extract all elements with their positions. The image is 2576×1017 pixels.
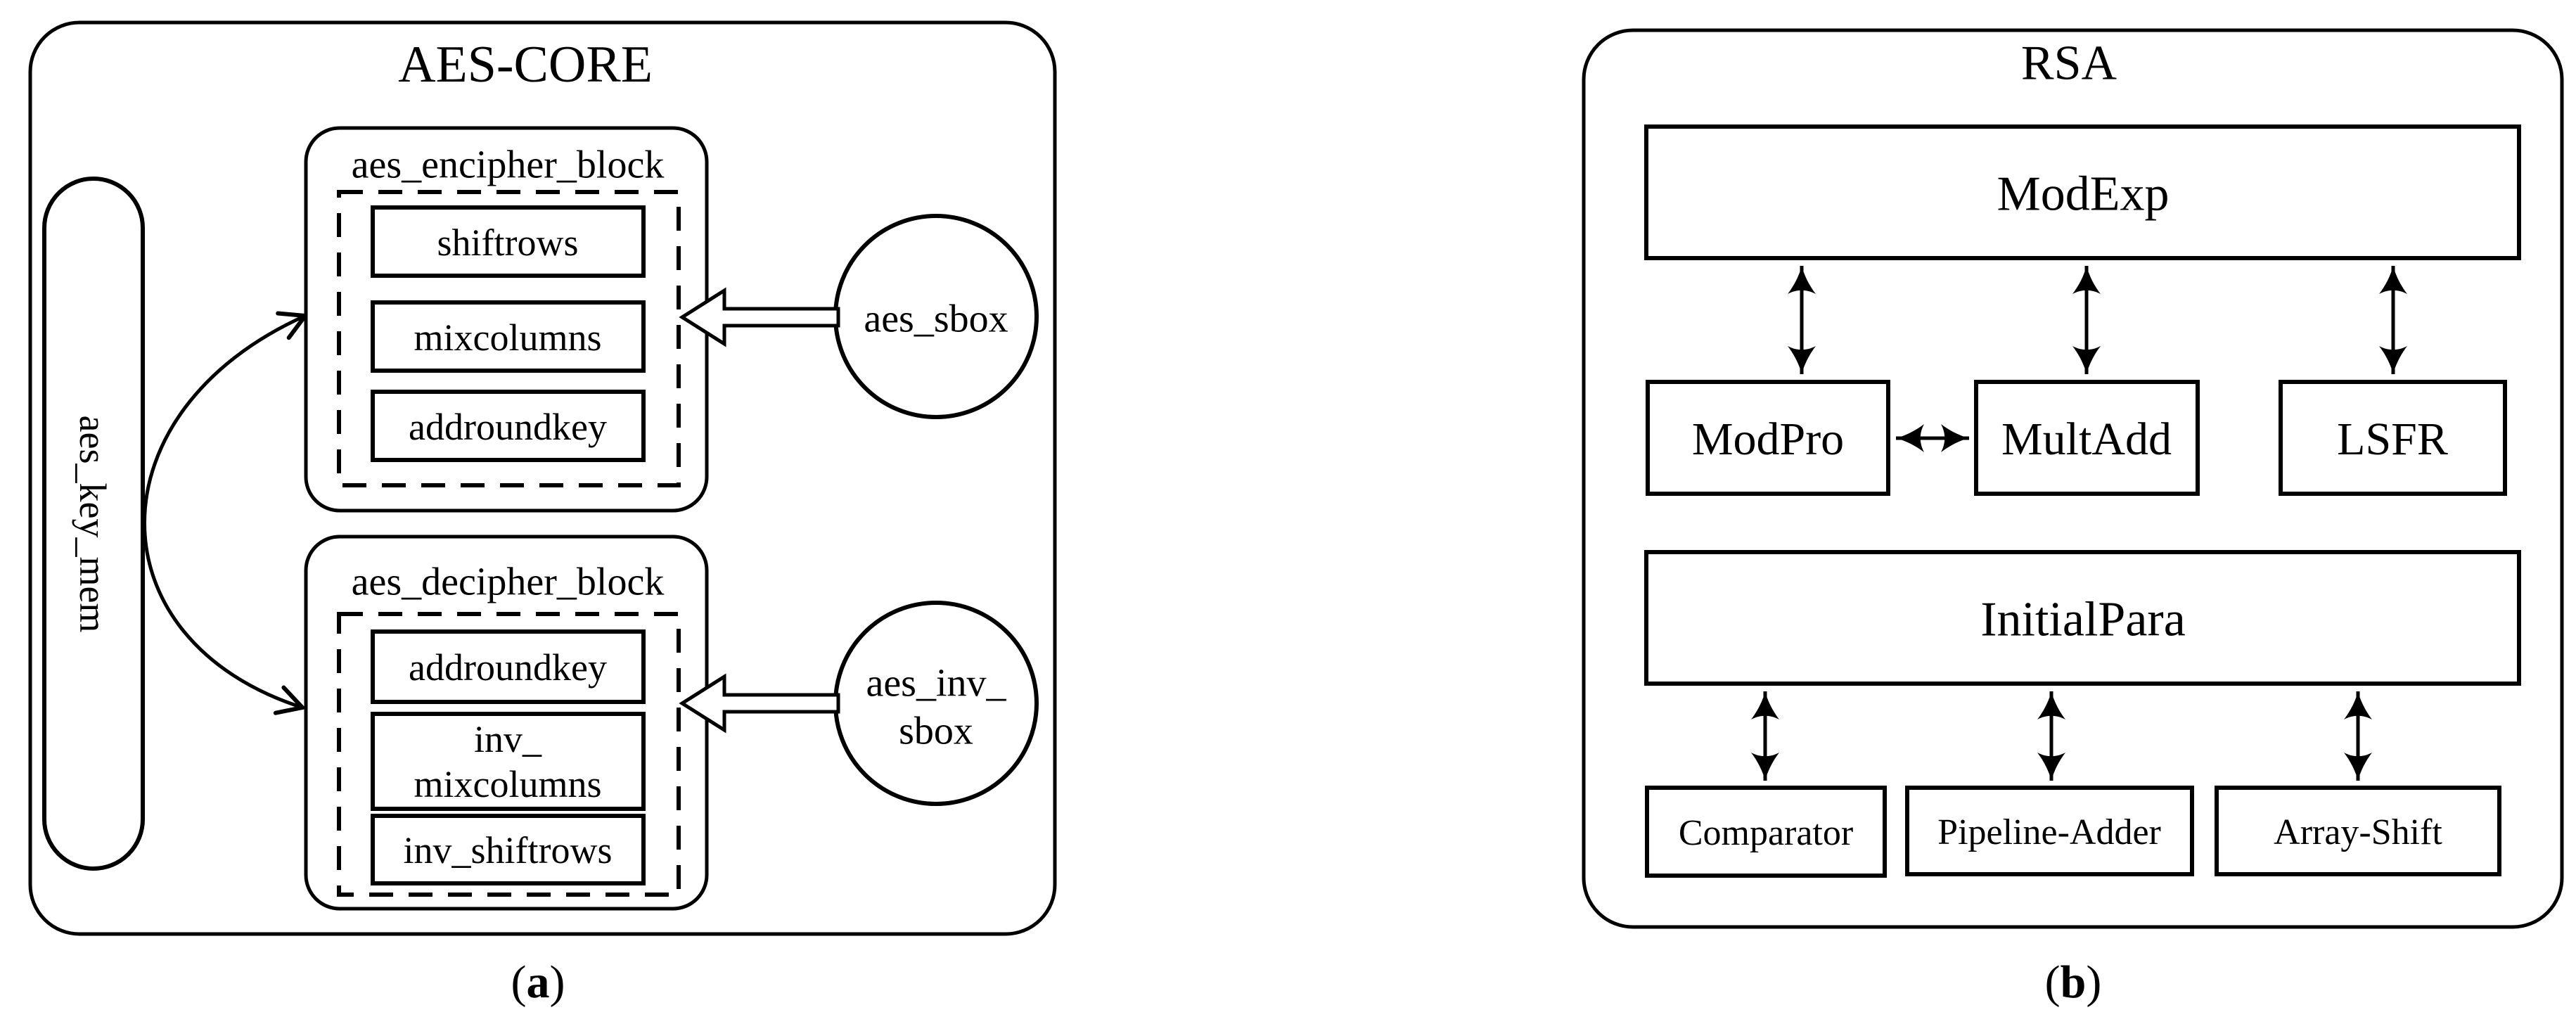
- inv-shiftrows-box: [371, 814, 646, 885]
- lsfr-label: LSFR: [2337, 414, 2448, 465]
- shiftrows-label: shiftrows: [437, 222, 579, 264]
- aes-decipher-label: aes_decipher_block: [352, 561, 665, 604]
- shiftrows-box: [371, 205, 646, 278]
- mixcolumns-label: mixcolumns: [414, 316, 602, 359]
- inv-mixcolumns-label-line1: inv_: [474, 718, 542, 760]
- aes-encipher-block: aes_encipher_block shiftrows mixcolumns …: [304, 126, 709, 513]
- comparator-box: [1645, 786, 1887, 878]
- lsfr-box: [2279, 380, 2507, 496]
- mixcolumns-box: [371, 300, 646, 373]
- modpro-box: [1646, 380, 1890, 496]
- panel-b-caption-letter: b: [2061, 957, 2087, 1008]
- inv-addroundkey-box: [371, 629, 646, 704]
- initialpara-label: InitialPara: [1980, 593, 2186, 647]
- initialpara-box: [1644, 550, 2521, 686]
- panel-a-caption-letter: a: [527, 957, 550, 1008]
- panel-a-caption-close: ): [550, 957, 565, 1008]
- panel-b-caption: (b): [2045, 957, 2102, 1008]
- panel-a: AES-CORE aes_key_mem aes_encipher_block …: [28, 20, 1057, 1008]
- sbox-to-encipher-arrow: [679, 287, 840, 347]
- aes-inv-sbox-label-line2: sbox: [899, 710, 973, 753]
- aes-decipher-block: aes_decipher_block addroundkey inv_ mixc…: [304, 535, 709, 911]
- inv-sbox-to-decipher-arrow: [679, 673, 840, 734]
- modexp-box: [1644, 124, 2521, 260]
- inv-shiftrows-label: inv_shiftrows: [404, 829, 613, 871]
- inv-addroundkey-label: addroundkey: [409, 646, 607, 689]
- aes-key-mem-label: aes_key_mem: [72, 416, 114, 633]
- aes-encipher-label: aes_encipher_block: [352, 143, 665, 187]
- inv-mixcolumns-box: [371, 712, 646, 811]
- pipeline-adder-label: Pipeline-Adder: [1937, 812, 2161, 852]
- panel-b: RSA ModExp ModPro MultAdd LSFR InitialPa…: [1582, 28, 2564, 1008]
- key-mem-to-blocks-arrow: [143, 311, 309, 715]
- panel-b-caption-close: ): [2086, 957, 2101, 1008]
- panel-a-caption: (a): [511, 957, 565, 1008]
- aes-decipher-dashed-box: [337, 612, 681, 897]
- addroundkey-label: addroundkey: [409, 406, 607, 448]
- comparator-label: Comparator: [1679, 813, 1853, 853]
- aes-encipher-dashed-box: [337, 190, 681, 487]
- multadd-box: [1974, 380, 2200, 496]
- addroundkey-box: [371, 390, 646, 462]
- modexp-label: ModExp: [1997, 167, 2170, 222]
- multadd-label: MultAdd: [2001, 414, 2172, 465]
- aes-core-title: AES-CORE: [398, 36, 653, 94]
- aes-sbox-label: aes_sbox: [864, 298, 1008, 341]
- rsa-title: RSA: [2021, 37, 2117, 91]
- panel-b-caption-open: (: [2045, 957, 2061, 1008]
- array-shift-box: [2215, 786, 2501, 876]
- inv-mixcolumns-label-line2: mixcolumns: [414, 763, 602, 805]
- aes-inv-sbox-label-line1: aes_inv_: [866, 662, 1006, 705]
- array-shift-label: Array-Shift: [2274, 812, 2442, 852]
- modpro-label: ModPro: [1692, 414, 1844, 465]
- panel-a-caption-open: (: [511, 957, 527, 1008]
- pipeline-adder-box: [1905, 786, 2194, 876]
